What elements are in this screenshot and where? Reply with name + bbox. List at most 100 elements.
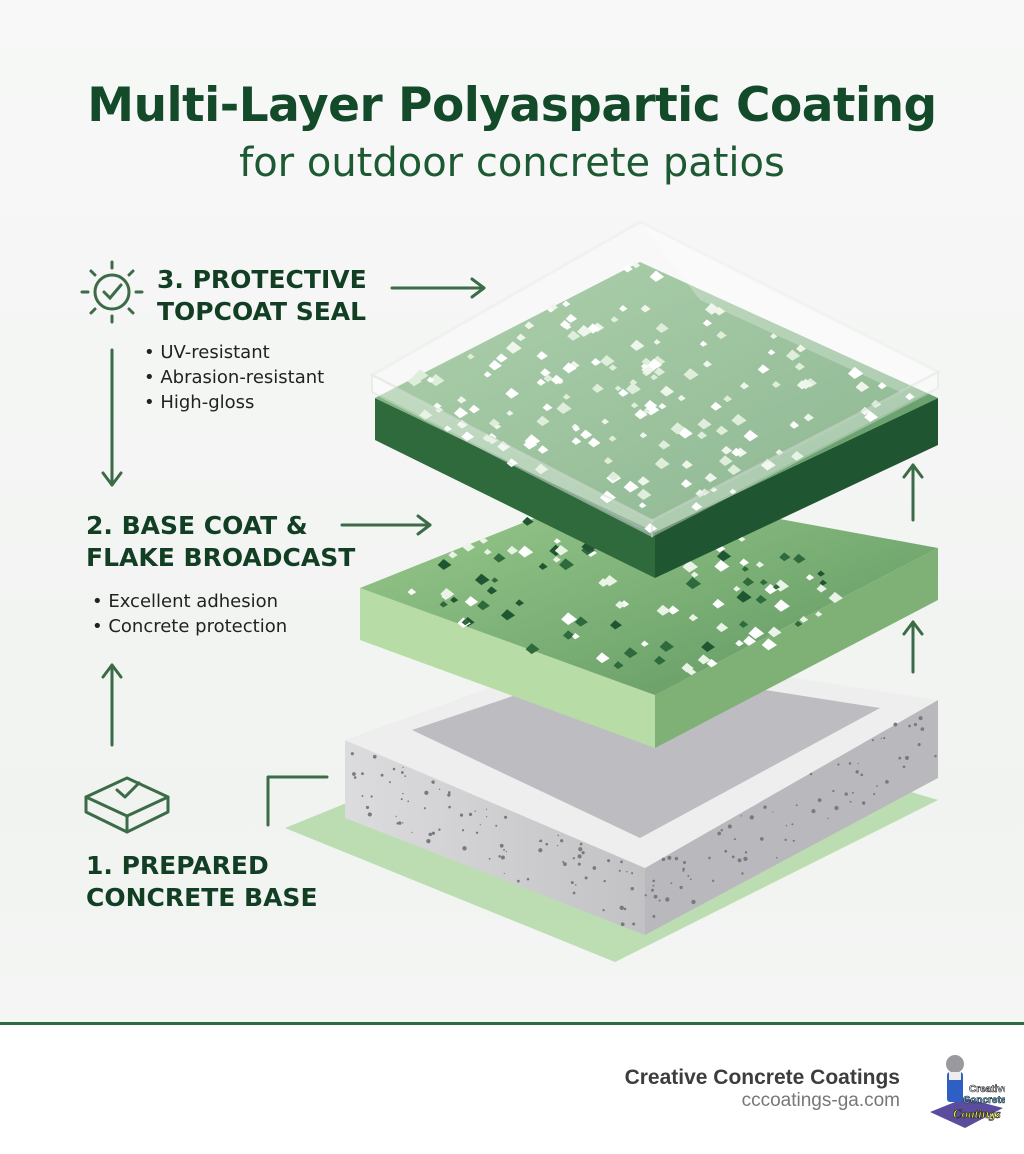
flake (607, 471, 621, 482)
concrete-speck (876, 785, 878, 787)
flake (817, 570, 826, 577)
flake (505, 387, 520, 399)
concrete-speck (503, 848, 505, 851)
flake (637, 476, 650, 486)
concrete-speck (763, 805, 767, 809)
flake (815, 611, 823, 617)
concrete-speck (423, 807, 426, 810)
concrete-speck (682, 869, 685, 872)
concrete-speck (893, 722, 898, 727)
flake (794, 362, 805, 371)
concrete-speck (361, 795, 364, 797)
flake (772, 583, 781, 590)
flake (719, 455, 733, 466)
flake (637, 488, 652, 500)
concrete-speck (447, 791, 451, 794)
flake (819, 579, 828, 586)
concrete-speck (832, 789, 835, 793)
concrete-speck (563, 862, 567, 866)
concrete-speck (855, 770, 859, 774)
flake (755, 594, 767, 604)
bullet-item: High-gloss (144, 390, 324, 415)
flake (547, 306, 555, 313)
concrete-speck (844, 792, 848, 796)
flake (715, 425, 729, 436)
concrete-speck (918, 716, 923, 721)
concrete-speck (917, 743, 921, 747)
concrete-speck (411, 831, 413, 833)
flake (691, 502, 703, 511)
flake (450, 596, 459, 603)
concrete-speck (661, 857, 666, 862)
flake (681, 662, 694, 673)
concrete-speck (388, 781, 391, 784)
flake (540, 368, 551, 377)
svg-text:Concrete: Concrete (963, 1095, 1005, 1106)
concrete-speck (644, 894, 647, 897)
concrete-speck (740, 815, 743, 817)
flake (793, 553, 806, 564)
footer (0, 1025, 1024, 1154)
concrete-speck (658, 899, 661, 902)
concrete-speck (424, 790, 429, 795)
layer-3-bullets: UV-resistant Abrasion-resistant High-glo… (144, 340, 324, 415)
bullet-item: Excellent adhesion (92, 589, 287, 614)
concrete-speck (438, 828, 441, 831)
flake (623, 647, 638, 659)
concrete-speck (720, 829, 724, 832)
concrete-speck (488, 857, 491, 860)
concrete-speck (577, 862, 581, 866)
concrete-speck (857, 762, 859, 765)
concrete-speck (367, 812, 372, 817)
flake (710, 486, 718, 493)
concrete-speck (556, 845, 559, 847)
flake (562, 362, 577, 374)
flake (462, 542, 475, 552)
flake (847, 366, 864, 380)
concrete-speck (775, 856, 778, 859)
flake (567, 330, 581, 341)
layer-3-label: 3. PROTECTIVE TOPCOAT SEAL (157, 264, 367, 328)
flake (613, 661, 624, 670)
concrete-speck (792, 839, 795, 842)
layer-3-label-line2: TOPCOAT SEAL (157, 297, 367, 326)
flake (716, 550, 732, 562)
concrete-speck (724, 849, 728, 853)
concrete-speck (392, 767, 396, 771)
flake (571, 633, 580, 640)
concrete-speck (632, 922, 636, 926)
corner-connector (266, 775, 329, 827)
flake (634, 409, 648, 420)
concrete-speck (572, 857, 575, 860)
flake (729, 488, 737, 495)
flake (701, 641, 715, 652)
flake (690, 571, 699, 578)
concrete-speck (885, 779, 889, 784)
flake (491, 577, 499, 583)
flake (552, 556, 561, 563)
arrow-up-right-1 (902, 463, 924, 522)
concrete-speck (712, 879, 715, 882)
flake (697, 418, 712, 430)
concrete-speck (361, 772, 364, 776)
concrete-speck (352, 772, 356, 776)
flake (565, 313, 578, 323)
flake (770, 333, 778, 339)
concrete-speck (402, 766, 404, 769)
layer-2-label: 2. BASE COAT & FLAKE BROADCAST (86, 510, 355, 574)
arrow-up-left (101, 663, 123, 747)
concrete-speck (717, 831, 722, 836)
flake (516, 333, 526, 342)
flake (483, 548, 492, 555)
flake (591, 383, 604, 393)
flake (439, 601, 448, 608)
concrete-speck (908, 724, 911, 728)
flake (658, 402, 667, 410)
company-url[interactable]: cccoatings-ga.com (741, 1090, 900, 1111)
flake (598, 578, 610, 587)
concrete-speck (785, 824, 788, 827)
concrete-speck (400, 798, 403, 801)
flake (654, 367, 666, 377)
flake (659, 640, 674, 652)
flake (437, 558, 452, 570)
